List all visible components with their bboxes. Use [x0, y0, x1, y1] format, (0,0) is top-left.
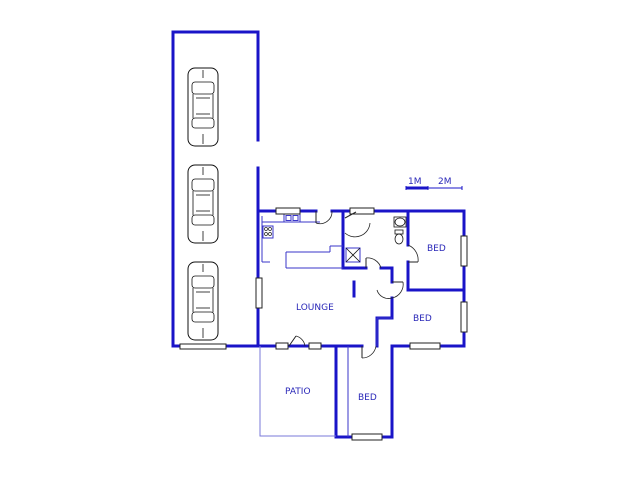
room-label-patio: PATIO: [285, 387, 311, 397]
toilet-icon: [394, 229, 404, 245]
patio-outline: [259, 346, 336, 437]
sink-icon: [283, 213, 301, 223]
car-icon: [187, 164, 219, 244]
scale-label-1m: 1M: [408, 177, 422, 187]
room-label-bed-2: BED: [413, 314, 432, 324]
stove-icon: [262, 225, 274, 239]
scale-label-2m: 2M: [438, 177, 452, 187]
room-label-bed-3: BED: [358, 393, 377, 403]
room-label-lounge: LOUNGE: [296, 303, 334, 313]
car-icon: [187, 67, 219, 147]
garage-window: [179, 343, 227, 350]
windows: [255, 207, 468, 441]
car-icon: [187, 261, 219, 341]
room-label-bed-1: BED: [427, 244, 446, 254]
interior-lines: [261, 216, 392, 437]
basin-icon: [393, 216, 407, 228]
doors: [288, 210, 419, 359]
shower-icon: [345, 247, 361, 263]
scale-bar: 1M 2M: [405, 177, 463, 190]
